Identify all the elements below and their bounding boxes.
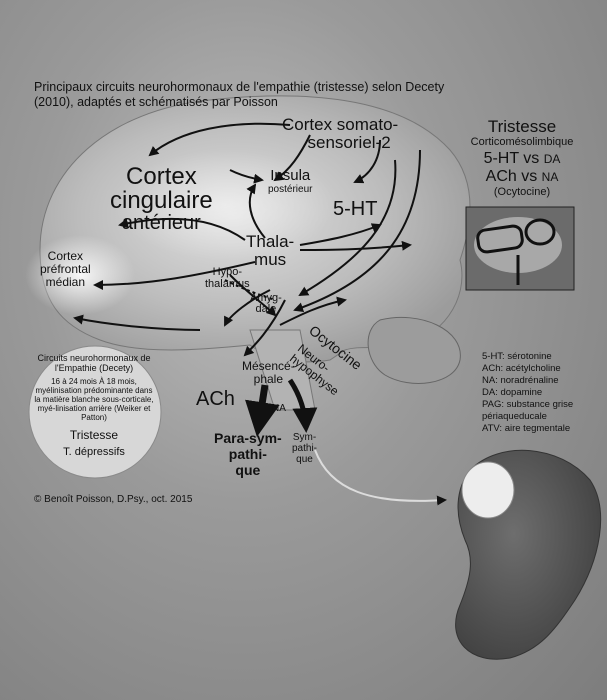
abbreviation-legend: 5-HT: sérotonine ACh: acétylcholine NA: … bbox=[482, 351, 604, 435]
legend-item: ATV: aire tegmentale bbox=[482, 423, 571, 434]
diagram-title: Principaux circuits neurohormonaux de l'… bbox=[34, 80, 445, 109]
legend-item: NA: noradrénaline bbox=[482, 375, 559, 386]
label-thalamus: Thala- mus bbox=[246, 232, 295, 269]
label-cortex-prefrontal: Cortex préfrontal médian bbox=[40, 249, 91, 289]
label-5ht: 5-HT bbox=[333, 198, 378, 220]
legend-item: 5-HT: sérotonine bbox=[482, 351, 552, 362]
adrenal-arrow bbox=[314, 449, 447, 506]
label-cortex-somato: Cortex somato- sensoriel-2 bbox=[282, 115, 399, 152]
legend-item: DA: dopamine bbox=[482, 387, 543, 398]
label-insula: Insula postérieur bbox=[268, 167, 313, 196]
legend-item: ACh: acétylcholine bbox=[482, 363, 561, 374]
info-circle-text: Circuits neurohormonaux de l'Empathie (D… bbox=[34, 353, 154, 458]
label-sympathique: Sym- pathi- que bbox=[292, 432, 318, 465]
label-amygdale: Amyg- dale bbox=[250, 292, 282, 315]
label-parasympathique: Para-sym- pathi- que bbox=[214, 430, 282, 478]
tristesse-panel: Tristesse Corticomésolimbique 5-HT vs DA… bbox=[470, 117, 574, 199]
label-mesencephale: Mésencé- phale bbox=[242, 359, 295, 386]
legend-item: PAG: substance grise périaqueducale bbox=[482, 399, 574, 422]
ach-arrow bbox=[245, 384, 280, 437]
info-circle bbox=[28, 345, 162, 479]
copyright: © Benoît Poisson, D.Psy., oct. 2015 bbox=[34, 494, 193, 505]
adrenal-gland bbox=[461, 461, 515, 519]
label-na: NA bbox=[272, 403, 286, 414]
label-cortex-cingulaire: Cortex cingulaire antérieur bbox=[110, 163, 213, 234]
na-arrow bbox=[287, 378, 318, 433]
cerebellum-shape bbox=[367, 316, 461, 384]
label-hypothalamus: Hypo- thalamus bbox=[205, 266, 250, 290]
label-ach: ACh bbox=[196, 388, 235, 410]
